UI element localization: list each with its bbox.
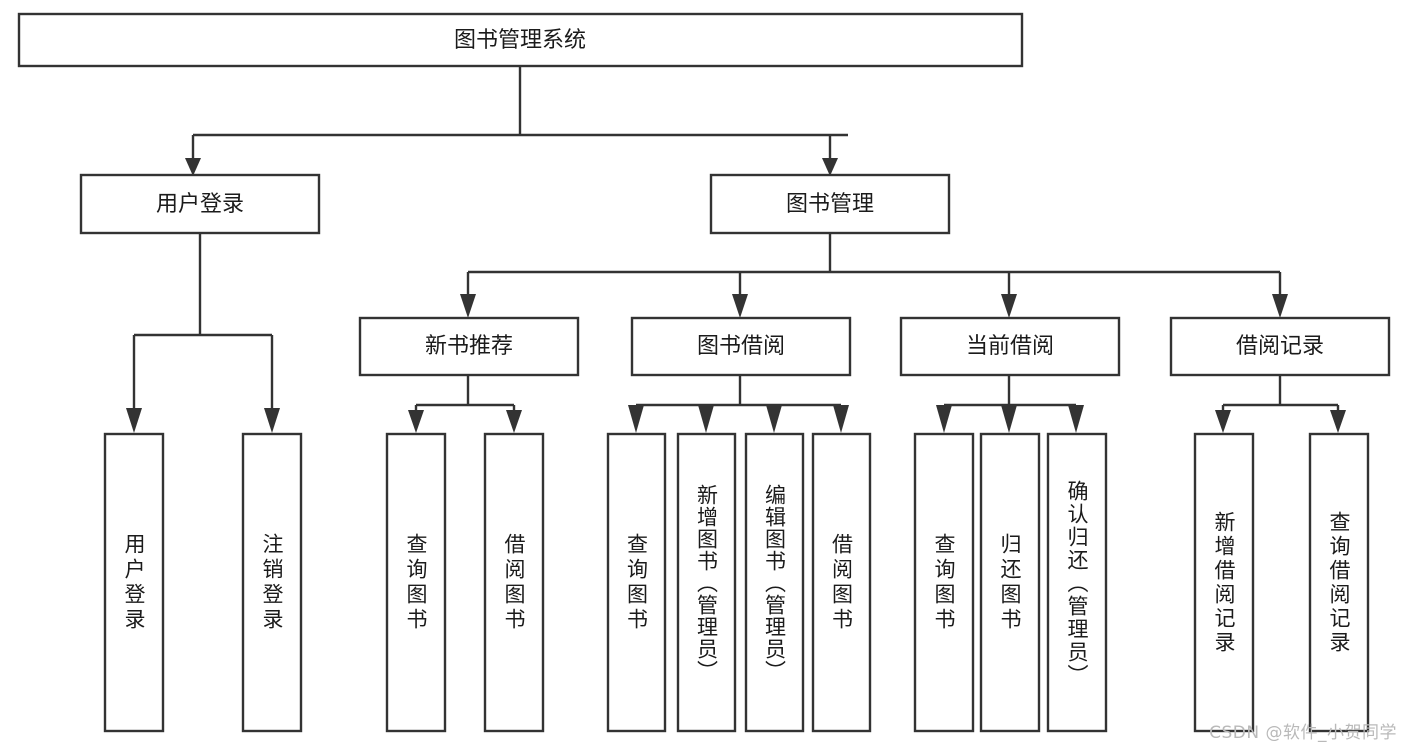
node-leaf-query-record[interactable]: 查询借阅记录	[1308, 432, 1370, 733]
node-leaf-query-book-1[interactable]: 查询图书	[385, 432, 447, 733]
node-leaf-return-book-label: 归还图书	[998, 532, 1023, 633]
node-book-borrow-label: 图书借阅	[697, 334, 785, 359]
node-leaf-add-record-label: 新增借阅记录	[1212, 510, 1237, 655]
node-leaf-confirm-return-label: 确认归还（管理员）	[1065, 479, 1090, 687]
node-user-login-label: 用户登录	[156, 192, 244, 217]
node-leaf-user-login-box[interactable]	[103, 432, 165, 733]
node-current-borrow-box[interactable]	[899, 316, 1121, 377]
arrow-head-leaf-query-book-2	[628, 405, 644, 433]
node-leaf-edit-book-label: 编辑图书（管理员）	[762, 484, 787, 682]
node-current-borrow[interactable]: 当前借阅	[899, 316, 1121, 377]
arrow-head-book-management	[822, 158, 838, 176]
node-leaf-query-book-3[interactable]: 查询图书	[913, 432, 975, 733]
node-leaf-add-book-label: 新增图书（管理员）	[694, 484, 719, 682]
node-new-book-recommend-box[interactable]	[358, 316, 580, 377]
arrow-head-borrow-record	[1272, 294, 1288, 318]
node-leaf-query-book-3-label: 查询图书	[932, 532, 957, 633]
node-leaf-query-book-2[interactable]: 查询图书	[606, 432, 667, 733]
node-book-management-label: 图书管理	[786, 192, 874, 217]
arrow-head-leaf-return-book	[1001, 405, 1017, 433]
arrow-head-leaf-edit-book	[766, 405, 782, 433]
arrow-head-user-login	[185, 158, 201, 176]
connector-group	[126, 65, 1346, 433]
node-root[interactable]: 图书管理系统	[17, 12, 1024, 68]
node-leaf-query-record-label: 查询借阅记录	[1327, 510, 1352, 655]
csdn-watermark: CSDN @软件_小贺同学	[1209, 723, 1397, 743]
arrow-head-leaf-user-login	[126, 408, 142, 433]
node-leaf-logout[interactable]: 注销登录	[241, 432, 303, 733]
arrow-head-leaf-query-book-3	[936, 405, 952, 433]
node-leaf-query-book-2-box[interactable]	[606, 432, 667, 733]
node-leaf-borrow-book-2[interactable]: 借阅图书	[811, 432, 872, 733]
node-leaf-edit-book[interactable]: 编辑图书（管理员）	[744, 432, 805, 733]
arrow-head-leaf-query-record	[1330, 410, 1346, 433]
node-leaf-user-login-label: 用户登录	[122, 532, 147, 633]
node-leaf-confirm-return[interactable]: 确认归还（管理员）	[1046, 432, 1108, 733]
node-root-label: 图书管理系统	[454, 28, 586, 53]
node-leaf-add-book-box[interactable]	[676, 432, 737, 733]
node-root-box[interactable]	[17, 12, 1024, 68]
node-leaf-query-book-1-label: 查询图书	[404, 532, 429, 633]
node-leaf-add-book[interactable]: 新增图书（管理员）	[676, 432, 737, 733]
node-leaf-borrow-book-1-label: 借阅图书	[502, 532, 527, 633]
node-leaf-confirm-return-box[interactable]	[1046, 432, 1108, 733]
arrow-head-leaf-confirm-return	[1068, 405, 1084, 433]
arrow-head-leaf-logout	[264, 408, 280, 433]
node-leaf-query-book-2-label: 查询图书	[624, 532, 649, 633]
arrow-head-leaf-borrow-book-1	[506, 410, 522, 433]
arrow-head-current-borrow	[1001, 294, 1017, 318]
node-book-borrow-box[interactable]	[630, 316, 852, 377]
node-user-login-box[interactable]	[79, 173, 321, 235]
node-leaf-query-book-3-box[interactable]	[913, 432, 975, 733]
node-borrow-record[interactable]: 借阅记录	[1169, 316, 1391, 377]
node-leaf-add-record-box[interactable]	[1193, 432, 1255, 733]
node-borrow-record-box[interactable]	[1169, 316, 1391, 377]
node-leaf-return-book-box[interactable]	[979, 432, 1041, 733]
node-leaf-user-login[interactable]: 用户登录	[103, 432, 165, 733]
arrow-head-leaf-add-record	[1215, 410, 1231, 433]
node-leaf-borrow-book-1[interactable]: 借阅图书	[483, 432, 545, 733]
node-user-login[interactable]: 用户登录	[79, 173, 321, 235]
arrow-head-leaf-add-book	[698, 405, 714, 433]
node-leaf-borrow-book-1-box[interactable]	[483, 432, 545, 733]
arrow-head-leaf-query-book-1	[408, 410, 424, 433]
node-new-book-recommend[interactable]: 新书推荐	[358, 316, 580, 377]
arrow-head-book-borrow	[732, 294, 748, 318]
node-book-borrow[interactable]: 图书借阅	[630, 316, 852, 377]
node-book-management-box[interactable]	[709, 173, 951, 235]
node-leaf-logout-label: 注销登录	[260, 532, 285, 633]
node-book-management[interactable]: 图书管理	[709, 173, 951, 235]
arrow-head-new-book-recommend	[460, 294, 476, 318]
node-leaf-borrow-book-2-label: 借阅图书	[829, 532, 854, 633]
node-leaf-add-record[interactable]: 新增借阅记录	[1193, 432, 1255, 733]
node-current-borrow-label: 当前借阅	[966, 334, 1054, 359]
node-leaf-return-book[interactable]: 归还图书	[979, 432, 1041, 733]
node-leaf-borrow-book-2-box[interactable]	[811, 432, 872, 733]
node-borrow-record-label: 借阅记录	[1236, 334, 1324, 359]
node-leaf-logout-box[interactable]	[241, 432, 303, 733]
node-leaf-query-record-box[interactable]	[1308, 432, 1370, 733]
node-leaf-query-book-1-box[interactable]	[385, 432, 447, 733]
node-new-book-recommend-label: 新书推荐	[425, 334, 513, 359]
arrow-head-leaf-borrow-book-2	[833, 405, 849, 433]
node-leaf-edit-book-box[interactable]	[744, 432, 805, 733]
